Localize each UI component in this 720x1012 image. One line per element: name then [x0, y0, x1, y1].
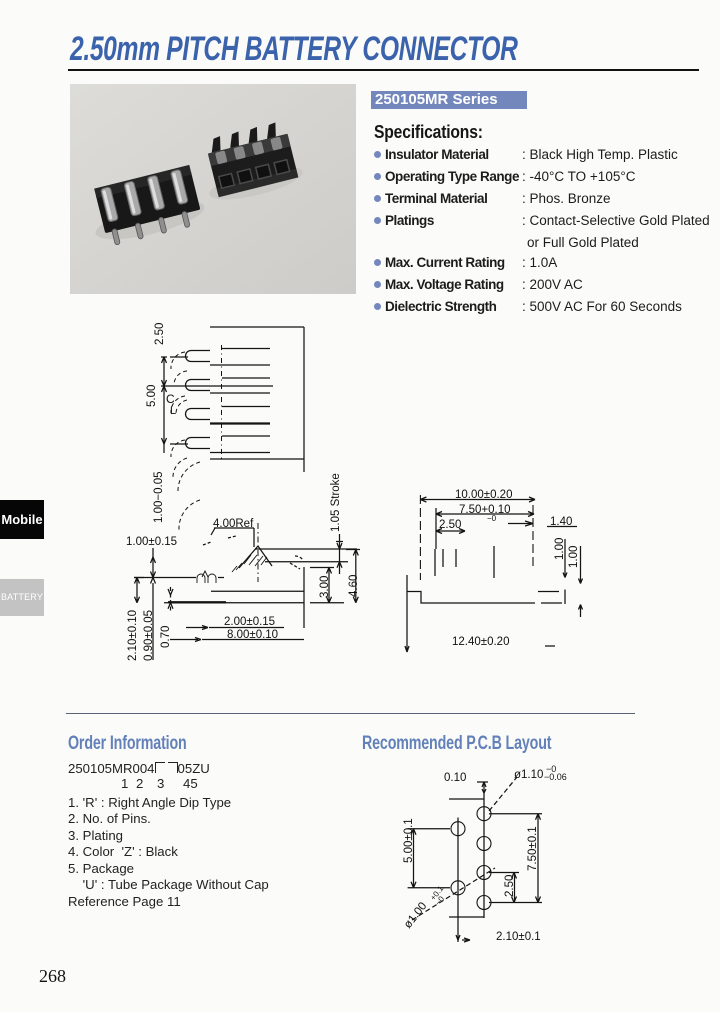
svg-text:0.10: 0.10 [444, 772, 466, 784]
svg-text:1.00: 1.00 [568, 546, 580, 568]
svg-text:7.50±0.1: 7.50±0.1 [527, 826, 539, 871]
svg-text:10.00±0.20: 10.00±0.20 [455, 489, 512, 501]
svg-text:12.40±0.20: 12.40±0.20 [452, 636, 509, 648]
svg-text:2.50: 2.50 [154, 323, 166, 345]
svg-text:1.00: 1.00 [554, 538, 566, 560]
svg-text:7.50+0.10: 7.50+0.10 [459, 504, 510, 516]
svg-text:4.60: 4.60 [348, 575, 360, 597]
svg-text:0.90±0.05: 0.90±0.05 [143, 610, 155, 661]
svg-text:1.00±0.15: 1.00±0.15 [126, 536, 177, 548]
svg-text:5.00: 5.00 [146, 385, 158, 407]
svg-text:4.00Ref: 4.00Ref [213, 518, 254, 530]
svg-text:2.00±0.15: 2.00±0.15 [224, 616, 275, 628]
svg-text:0.70: 0.70 [160, 626, 172, 648]
svg-text:2.50: 2.50 [504, 875, 516, 897]
svg-text:2.10±0.1: 2.10±0.1 [496, 931, 541, 943]
svg-text:2.10±0.10: 2.10±0.10 [127, 610, 139, 661]
svg-text:L: L [170, 405, 176, 417]
svg-text:C: C [166, 392, 175, 406]
svg-text:1.00−0.05: 1.00−0.05 [153, 472, 165, 523]
svg-text:1.05 Stroke: 1.05 Stroke [330, 473, 342, 532]
svg-text:−0: −0 [546, 764, 556, 774]
svg-text:ø1.00: ø1.00 [402, 900, 430, 931]
svg-text:5.00±0.1: 5.00±0.1 [403, 818, 415, 863]
svg-text:1.40: 1.40 [550, 516, 572, 528]
svg-text:ø1.10: ø1.10 [514, 769, 543, 781]
svg-text:−0: −0 [487, 514, 497, 523]
svg-text:−0.06: −0.06 [544, 772, 567, 782]
svg-text:2.50: 2.50 [439, 519, 461, 531]
svg-text:3.00: 3.00 [319, 576, 331, 598]
svg-text:8.00±0.10: 8.00±0.10 [227, 629, 278, 641]
